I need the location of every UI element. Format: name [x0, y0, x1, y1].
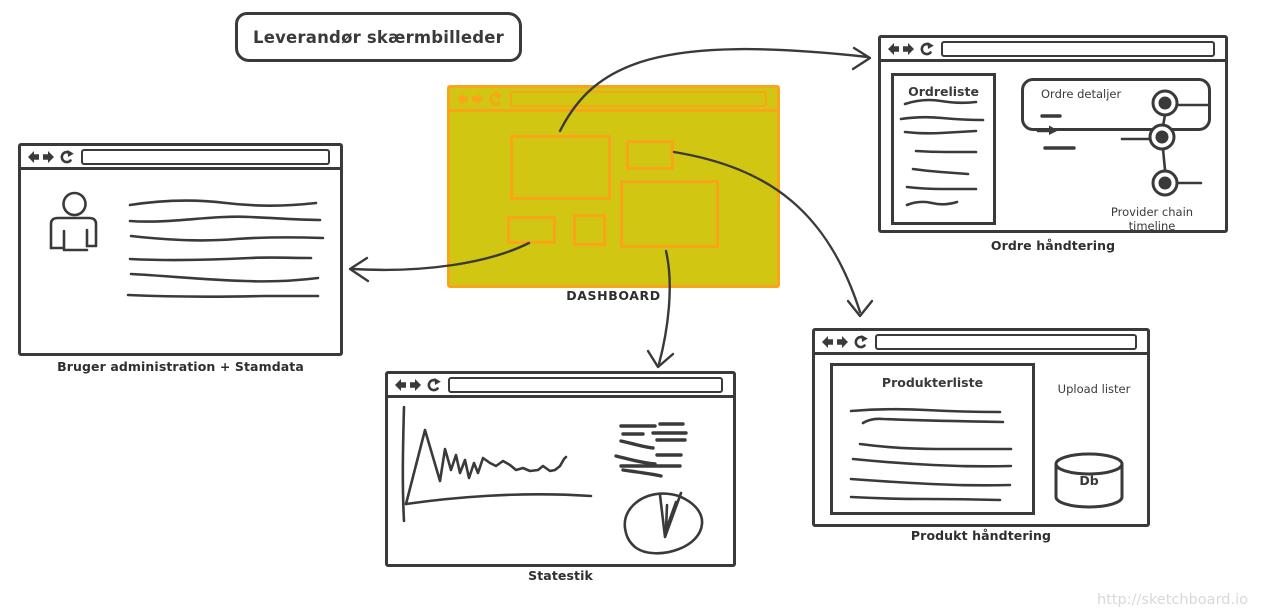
db-label: Db: [1079, 473, 1099, 488]
url-bar: [81, 148, 330, 165]
back-icon: [457, 92, 468, 105]
produkterliste-panel[interactable]: [830, 363, 1035, 515]
bruger-sketch: [49, 191, 325, 298]
ordreliste-panel[interactable]: [891, 73, 996, 225]
dashboard-widget-rect-5[interactable]: [573, 214, 606, 246]
dashboard-widget-rect-1[interactable]: [510, 135, 611, 200]
produkt-browser-chrome: [815, 331, 1147, 355]
statestik-window[interactable]: [385, 371, 736, 567]
dashboard-window[interactable]: [447, 85, 780, 288]
bruger-browser-chrome: [21, 146, 340, 170]
forward-icon: [837, 335, 848, 348]
browser-nav-icons: [457, 91, 503, 105]
timeline-node-icon: [1151, 169, 1179, 197]
ordre-detaljer-panel[interactable]: [1021, 78, 1211, 131]
browser-nav-icons: [888, 41, 934, 55]
person-icon: [62, 191, 87, 217]
line-chart[interactable]: [401, 405, 593, 523]
dashboard-browser-chrome: [450, 88, 777, 112]
pie-chart[interactable]: [623, 491, 704, 555]
back-icon: [395, 378, 406, 391]
text-block-sketch[interactable]: [614, 422, 688, 478]
bruger-window[interactable]: [18, 143, 343, 356]
browser-nav-icons: [822, 334, 868, 348]
produkt-caption: Produkt håndtering: [910, 528, 1052, 543]
url-bar: [941, 40, 1215, 57]
url-bar: [875, 333, 1137, 350]
refresh-icon: [60, 149, 74, 163]
ordre-browser-chrome: [881, 38, 1225, 62]
back-icon: [28, 150, 39, 163]
sketchboard-watermark: http://sketchboard.io: [1096, 592, 1248, 608]
dashboard-widget-rect-2[interactable]: [626, 140, 674, 170]
ordre-detaljer-title: Ordre detaljer: [1041, 87, 1122, 101]
browser-nav-icons: [28, 149, 74, 163]
diagram-title-box[interactable]: Leverandør skærmbilleder: [235, 12, 522, 62]
ordre-caption: Ordre håndtering: [990, 238, 1116, 253]
forward-icon: [43, 150, 54, 163]
ordreliste-title: Ordreliste: [908, 84, 979, 99]
dashboard-caption: DASHBOARD: [566, 288, 661, 303]
url-bar: [448, 376, 723, 393]
forward-icon: [903, 42, 914, 55]
browser-nav-icons: [395, 377, 441, 391]
upload-lister-label: Upload lister: [1057, 382, 1131, 396]
bruger-caption: Bruger administration + Stamdata: [57, 359, 304, 374]
dashboard-widget-rect-4[interactable]: [507, 216, 556, 244]
statestik-browser-chrome: [388, 374, 733, 398]
produkterliste-title: Produkterliste: [881, 375, 984, 390]
produkt-window[interactable]: Produkterliste Upload lister Db: [812, 328, 1150, 527]
diagram-title: Leverandør skærmbilleder: [252, 27, 505, 47]
refresh-icon: [427, 377, 441, 391]
refresh-icon: [854, 334, 868, 348]
dashboard-widget-rect-3[interactable]: [620, 180, 719, 248]
back-icon: [822, 335, 833, 348]
forward-icon: [410, 378, 421, 391]
statestik-caption: Statestik: [528, 568, 593, 583]
refresh-icon: [489, 91, 503, 105]
ordre-window[interactable]: Ordreliste Ordre detaljer Provider chain…: [878, 35, 1228, 233]
statestik-sketch: [401, 405, 704, 555]
back-icon: [888, 42, 899, 55]
timeline-label: Provider chain timeline: [1110, 205, 1194, 233]
url-bar: [510, 90, 767, 107]
refresh-icon: [920, 41, 934, 55]
forward-icon: [472, 92, 483, 105]
